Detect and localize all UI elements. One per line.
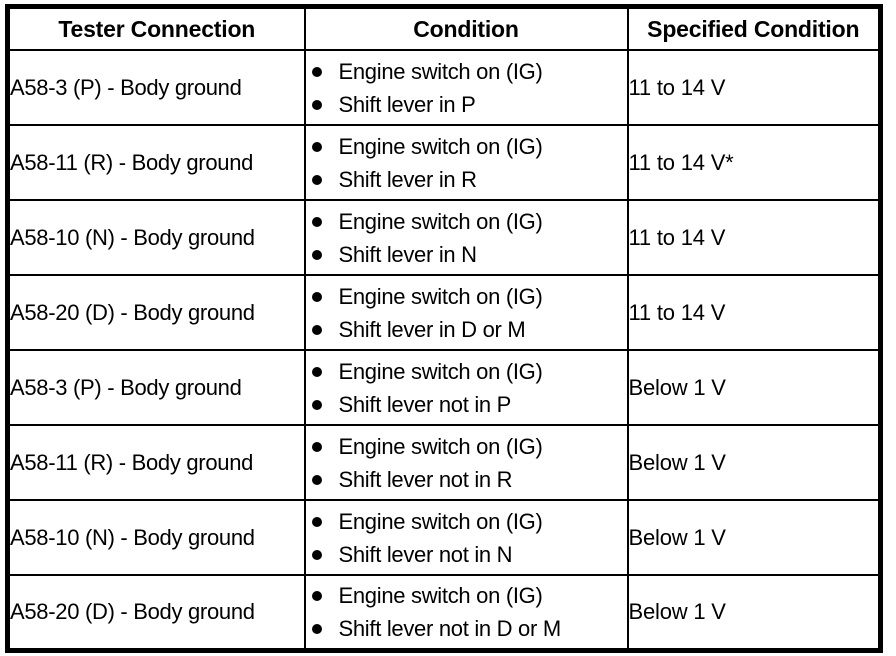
condition-list-item: Engine switch on (IG)	[306, 280, 627, 313]
specified-condition-cell: 11 to 14 V	[626, 274, 882, 351]
bullet-icon	[311, 590, 322, 601]
condition-cell: Engine switch on (IG) Shift lever not in …	[303, 349, 629, 426]
table-header: Tester Connection Condition Specified Co…	[6, 5, 882, 51]
condition-list: Engine switch on (IG) Shift lever not in …	[306, 579, 627, 645]
condition-cell: Engine switch on (IG) Shift lever not in …	[303, 499, 629, 576]
tester-connection-cell: A58-20 (D) - Body ground	[6, 274, 306, 351]
condition-text: Engine switch on (IG)	[338, 358, 543, 384]
tester-connection-cell: A58-3 (P) - Body ground	[6, 49, 306, 126]
bullet-icon	[311, 474, 322, 485]
tester-connection-cell: A58-3 (P) - Body ground	[6, 349, 306, 426]
condition-text: Shift lever in R	[338, 166, 478, 192]
condition-text: Engine switch on (IG)	[338, 58, 543, 84]
condition-list-item: Engine switch on (IG)	[306, 55, 627, 88]
table-header-row: Tester Connection Condition Specified Co…	[6, 5, 882, 51]
condition-list-item: Shift lever not in R	[306, 463, 627, 496]
condition-list: Engine switch on (IG) Shift lever in R	[306, 130, 627, 196]
condition-list-item: Engine switch on (IG)	[306, 430, 627, 463]
specified-condition-cell: 11 to 14 V	[626, 199, 882, 276]
bullet-icon	[311, 66, 322, 77]
condition-cell: Engine switch on (IG) Shift lever not in …	[303, 424, 629, 501]
bullet-icon	[311, 216, 322, 227]
column-header-tester-connection: Tester Connection	[6, 5, 306, 51]
condition-list: Engine switch on (IG) Shift lever not in …	[306, 430, 627, 496]
bullet-icon	[311, 324, 322, 335]
condition-text: Engine switch on (IG)	[338, 582, 543, 608]
bullet-icon	[311, 366, 322, 377]
condition-text: Shift lever in P	[338, 91, 476, 117]
condition-text: Shift lever in N	[338, 241, 478, 267]
condition-list: Engine switch on (IG) Shift lever not in …	[306, 355, 627, 421]
specified-condition-cell: 11 to 14 V	[626, 49, 882, 126]
bullet-icon	[311, 174, 322, 185]
bullet-icon	[311, 399, 322, 410]
condition-list: Engine switch on (IG) Shift lever in D or…	[306, 280, 627, 346]
condition-list-item: Shift lever in P	[306, 88, 627, 121]
bullet-icon	[311, 249, 322, 260]
condition-text: Shift lever not in N	[338, 541, 513, 567]
condition-text: Engine switch on (IG)	[338, 283, 543, 309]
condition-text: Engine switch on (IG)	[338, 508, 543, 534]
condition-text: Engine switch on (IG)	[338, 208, 543, 234]
bullet-icon	[311, 623, 322, 634]
bullet-icon	[311, 291, 322, 302]
condition-list: Engine switch on (IG) Shift lever in N	[306, 205, 627, 271]
bullet-icon	[311, 441, 322, 452]
condition-list: Engine switch on (IG) Shift lever in P	[306, 55, 627, 121]
condition-list-item: Shift lever not in P	[306, 388, 627, 421]
bullet-icon	[311, 516, 322, 527]
column-header-condition: Condition	[303, 5, 629, 51]
condition-list-item: Engine switch on (IG)	[306, 205, 627, 238]
tester-connection-cell: A58-11 (R) - Body ground	[6, 124, 306, 201]
condition-list-item: Shift lever in N	[306, 238, 627, 271]
condition-list-item: Engine switch on (IG)	[306, 579, 627, 612]
tester-connection-cell: A58-20 (D) - Body ground	[6, 574, 306, 651]
condition-list-item: Engine switch on (IG)	[306, 130, 627, 163]
condition-text: Shift lever not in P	[338, 391, 512, 417]
inspection-specification-table: Tester Connection Condition Specified Co…	[5, 4, 883, 653]
column-header-specified-condition: Specified Condition	[626, 5, 882, 51]
condition-cell: Engine switch on (IG) Shift lever in N	[303, 199, 629, 276]
condition-text: Shift lever in D or M	[338, 316, 526, 342]
condition-list-item: Shift lever in R	[306, 163, 627, 196]
condition-cell: Engine switch on (IG) Shift lever in D or…	[303, 274, 629, 351]
condition-text: Engine switch on (IG)	[338, 433, 543, 459]
bullet-icon	[311, 141, 322, 152]
bullet-icon	[311, 549, 322, 560]
condition-list-item: Shift lever not in N	[306, 538, 627, 571]
condition-list: Engine switch on (IG) Shift lever not in …	[306, 505, 627, 571]
specified-condition-cell: Below 1 V	[626, 349, 882, 426]
condition-list-item: Shift lever not in D or M	[306, 612, 627, 645]
tester-connection-cell: A58-11 (R) - Body ground	[6, 424, 306, 501]
condition-list-item: Engine switch on (IG)	[306, 505, 627, 538]
tester-connection-cell: A58-10 (N) - Body ground	[6, 499, 306, 576]
specified-condition-cell: Below 1 V	[626, 499, 882, 576]
specified-condition-cell: Below 1 V	[626, 424, 882, 501]
condition-list-item: Engine switch on (IG)	[306, 355, 627, 388]
condition-list-item: Shift lever in D or M	[306, 313, 627, 346]
specified-condition-cell: Below 1 V	[626, 574, 882, 651]
bullet-icon	[311, 99, 322, 110]
tester-connection-cell: A58-10 (N) - Body ground	[6, 199, 306, 276]
condition-text: Engine switch on (IG)	[338, 133, 543, 159]
specified-condition-cell: 11 to 14 V*	[626, 124, 882, 201]
condition-cell: Engine switch on (IG) Shift lever not in …	[303, 574, 629, 651]
condition-text: Shift lever not in D or M	[338, 615, 562, 641]
condition-cell: Engine switch on (IG) Shift lever in P	[303, 49, 629, 126]
condition-cell: Engine switch on (IG) Shift lever in R	[303, 124, 629, 201]
condition-text: Shift lever not in R	[338, 466, 513, 492]
